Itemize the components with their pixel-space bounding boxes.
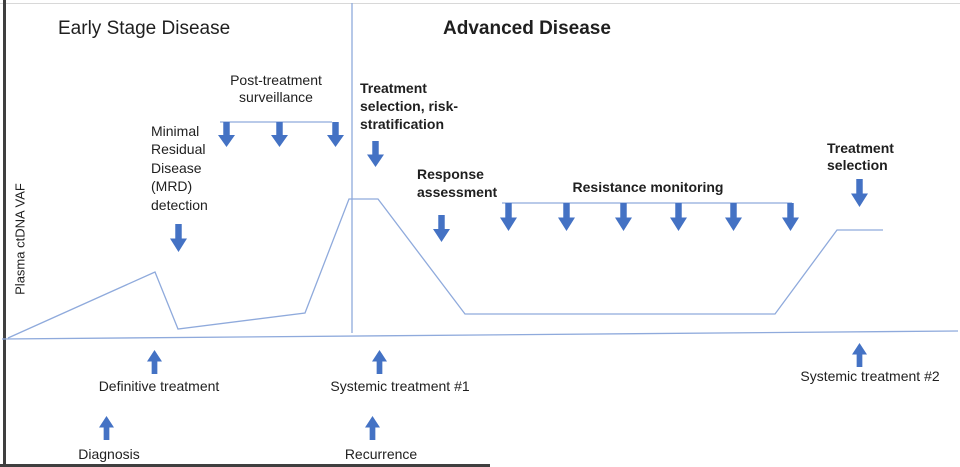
vaf-curve bbox=[7, 198, 883, 339]
response-assessment-label: Response assessment bbox=[417, 166, 498, 200]
advanced-disease-title: Advanced Disease bbox=[443, 18, 611, 39]
figure-top-border bbox=[0, 3, 960, 4]
figure-bottom-border bbox=[0, 464, 490, 467]
definitive-treatment-label: Definitive treatment bbox=[98, 378, 220, 394]
treatment-selection-risk-label: Treatment selection, risk- stratificatio… bbox=[360, 80, 459, 133]
treatment-selection-label: Treatment selection bbox=[827, 140, 894, 173]
mrd-detection-label: Minimal Residual Disease (MRD) detection bbox=[151, 123, 208, 213]
y-axis-label: Plasma ctDNA VAF bbox=[12, 183, 28, 295]
time-axis-line bbox=[1, 330, 959, 340]
resistance-monitoring-label: Resistance monitoring bbox=[572, 179, 724, 195]
early-stage-title: Early Stage Disease bbox=[58, 18, 231, 39]
recurrence-label: Recurrence bbox=[344, 446, 418, 462]
systemic-treatment-1-label: Systemic treatment #1 bbox=[330, 378, 470, 394]
systemic-treatment-2-label: Systemic treatment #2 bbox=[800, 368, 940, 384]
diagnosis-label: Diagnosis bbox=[78, 446, 140, 462]
figure-left-border bbox=[3, 0, 6, 467]
post-treatment-surveillance-label: Post-treatment surveillance bbox=[230, 72, 322, 105]
